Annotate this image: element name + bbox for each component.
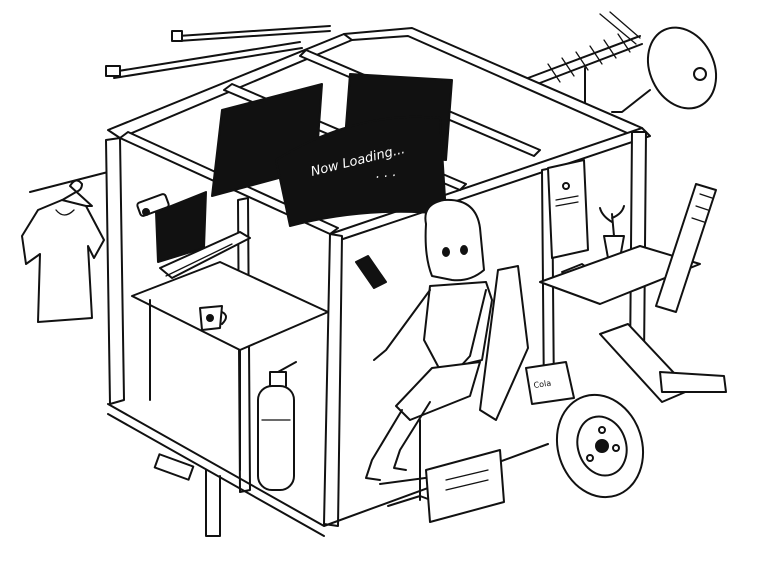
hanger-icon	[51, 179, 93, 207]
whip-antenna-left	[105, 25, 331, 79]
left-desk	[131, 191, 329, 471]
seated-character	[365, 198, 529, 481]
shirt-icon	[21, 199, 105, 323]
clothes-rack	[21, 171, 109, 323]
loading-dots: . . .	[375, 165, 397, 182]
front-step	[425, 449, 505, 523]
cola-can: Cola	[525, 361, 575, 405]
phone-icon	[355, 255, 387, 289]
computer-tower-icon	[547, 159, 589, 259]
wheel-icon	[555, 393, 645, 499]
antenna-icon	[527, 11, 643, 111]
plant-icon	[599, 205, 625, 259]
satellite-dish-icon	[611, 26, 718, 113]
chair	[379, 419, 471, 509]
right-desk	[539, 245, 701, 305]
flashlight-icon	[655, 183, 717, 313]
side-cylinder	[599, 323, 727, 403]
main-loading-screen: Now Loading... . . .	[275, 115, 447, 227]
mug-icon	[199, 305, 227, 331]
fire-extinguisher-icon	[257, 361, 297, 491]
cola-label: Cola	[533, 379, 552, 390]
